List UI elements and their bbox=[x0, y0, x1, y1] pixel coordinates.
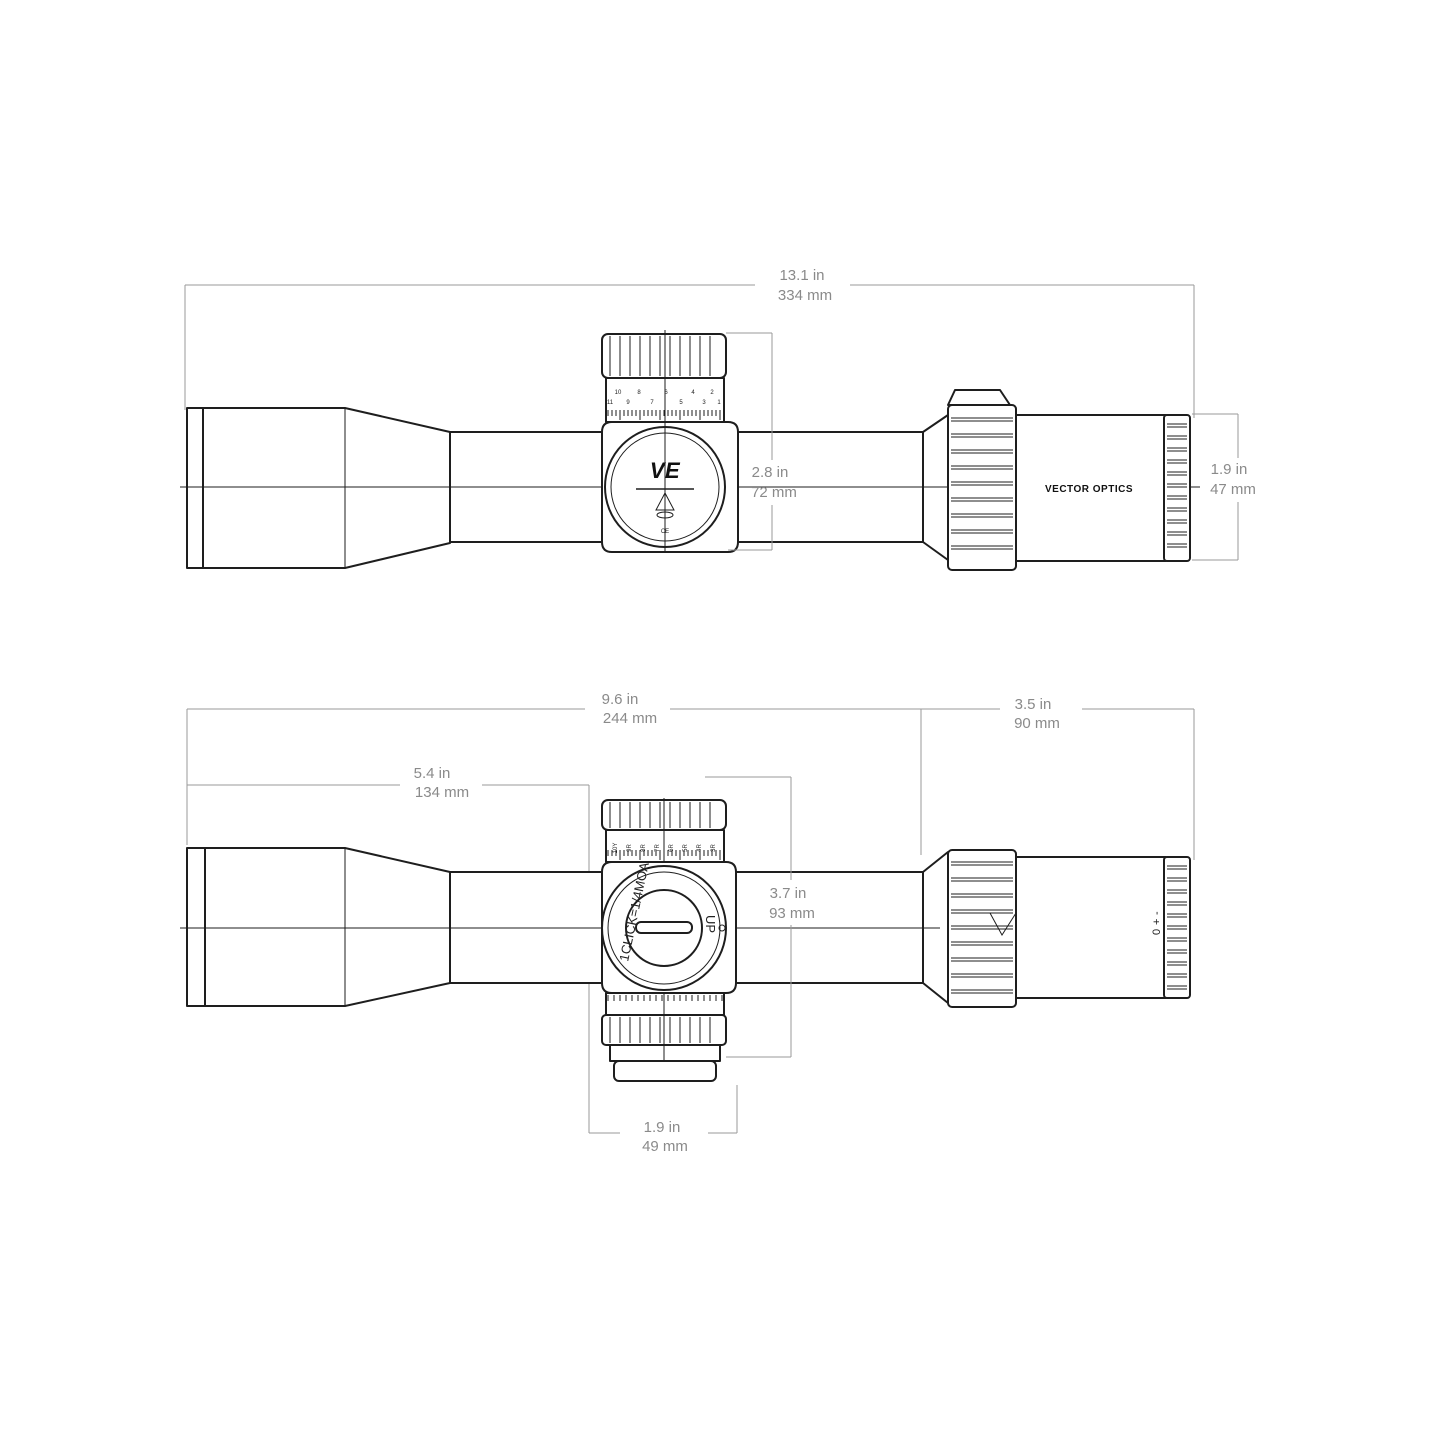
turret-offset-in: 5.4 in bbox=[414, 765, 451, 782]
body-length-in: 9.6 in bbox=[602, 691, 639, 708]
windage-saddle: 1CLICK=1/4MOA UP bbox=[601, 861, 737, 994]
magnification-ring bbox=[947, 389, 1017, 571]
turret-offset-mm: 134 mm bbox=[415, 784, 469, 801]
parallax-mark: 7R bbox=[655, 843, 661, 851]
diopter-zero: 0 bbox=[1151, 929, 1163, 935]
side-turret-height-in: 3.7 in bbox=[770, 885, 807, 902]
parallax-mark: 8R bbox=[641, 843, 647, 851]
eyepiece-diameter-in: 1.9 in bbox=[1211, 461, 1248, 478]
scale-top-0: 10 bbox=[615, 390, 622, 396]
turret-width-in: 1.9 in bbox=[644, 1119, 681, 1136]
scale-bottom-4: 3 bbox=[702, 400, 706, 406]
parallax-mark: 4R bbox=[697, 843, 703, 851]
diopter-minus: - bbox=[1151, 911, 1163, 915]
parallax-mark: 6R bbox=[669, 843, 675, 851]
cap-up-text: UP bbox=[703, 915, 718, 933]
elevation-turret-side: 10Y 9R 8R 7R 6R 5R 4R 3R bbox=[601, 798, 727, 863]
turret-height-in: 2.8 in bbox=[752, 464, 789, 481]
magnification-ring-side bbox=[947, 849, 1017, 1008]
body-length-dimension: 9.6 in 244 mm bbox=[186, 691, 922, 855]
parallax-mark: 3R bbox=[711, 843, 717, 851]
scale-bottom-0: 11 bbox=[607, 400, 614, 406]
scale-bottom-2: 7 bbox=[650, 400, 654, 406]
overall-length-in: 13.1 in bbox=[779, 267, 824, 284]
top-view: 13.1 in 334 mm VE ! CE bbox=[180, 267, 1256, 571]
scale-top-4: 2 bbox=[710, 390, 714, 396]
diopter-plus: + bbox=[1151, 919, 1163, 925]
scale-bottom-5: 1 bbox=[717, 400, 721, 406]
eyepiece-length-dimension: 3.5 in 90 mm bbox=[921, 696, 1195, 860]
scale-top-1: 8 bbox=[637, 390, 641, 396]
turret-height-dimension: 2.8 in 72 mm bbox=[726, 332, 797, 551]
lower-turret bbox=[601, 992, 727, 1082]
ocular-housing: VECTOR OPTICS bbox=[1015, 414, 1191, 562]
parallax-mark: 5R bbox=[683, 843, 689, 851]
objective-bell bbox=[186, 407, 451, 569]
eyepiece-diameter-mm: 47 mm bbox=[1210, 481, 1256, 498]
objective-bell-side bbox=[186, 847, 451, 1007]
side-view: 9.6 in 244 mm 3.5 in 90 mm 5.4 in 134 mm bbox=[180, 691, 1195, 1155]
scale-top-3: 4 bbox=[691, 390, 695, 396]
turret-height-dimension-side: 3.7 in 93 mm bbox=[705, 776, 815, 1058]
turret-saddle: VE ! CE bbox=[601, 421, 739, 553]
scale-bottom-3: 5 bbox=[679, 400, 683, 406]
turret-width-dimension: 1.9 in 49 mm bbox=[589, 1085, 738, 1155]
overall-length-mm: 334 mm bbox=[778, 287, 832, 304]
parallax-mark: 10Y bbox=[613, 843, 619, 854]
turret-height-mm: 72 mm bbox=[751, 484, 797, 501]
brand-text: VECTOR OPTICS bbox=[1045, 484, 1133, 495]
scale-bottom-1: 9 bbox=[626, 400, 630, 406]
eyepiece-diameter-dimension: 1.9 in 47 mm bbox=[1192, 413, 1256, 561]
eyepiece-length-in: 3.5 in bbox=[1015, 696, 1052, 713]
cap-slot bbox=[635, 921, 693, 934]
scale-top-2: 6 bbox=[664, 390, 668, 396]
side-turret-height-mm: 93 mm bbox=[769, 905, 815, 922]
parallax-mark: 9R bbox=[627, 843, 633, 851]
body-length-mm: 244 mm bbox=[603, 710, 657, 727]
turret-width-mm: 49 mm bbox=[642, 1138, 688, 1155]
elevation-turret-top: 10 8 6 4 2 11 9 7 5 3 1 bbox=[601, 330, 727, 552]
overall-length-dimension: 13.1 in 334 mm bbox=[184, 267, 1195, 418]
eyepiece-length-mm: 90 mm bbox=[1014, 715, 1060, 732]
turret-offset-dimension: 5.4 in 134 mm bbox=[187, 765, 590, 1133]
ocular-housing-side: + 0 - bbox=[1015, 856, 1191, 999]
